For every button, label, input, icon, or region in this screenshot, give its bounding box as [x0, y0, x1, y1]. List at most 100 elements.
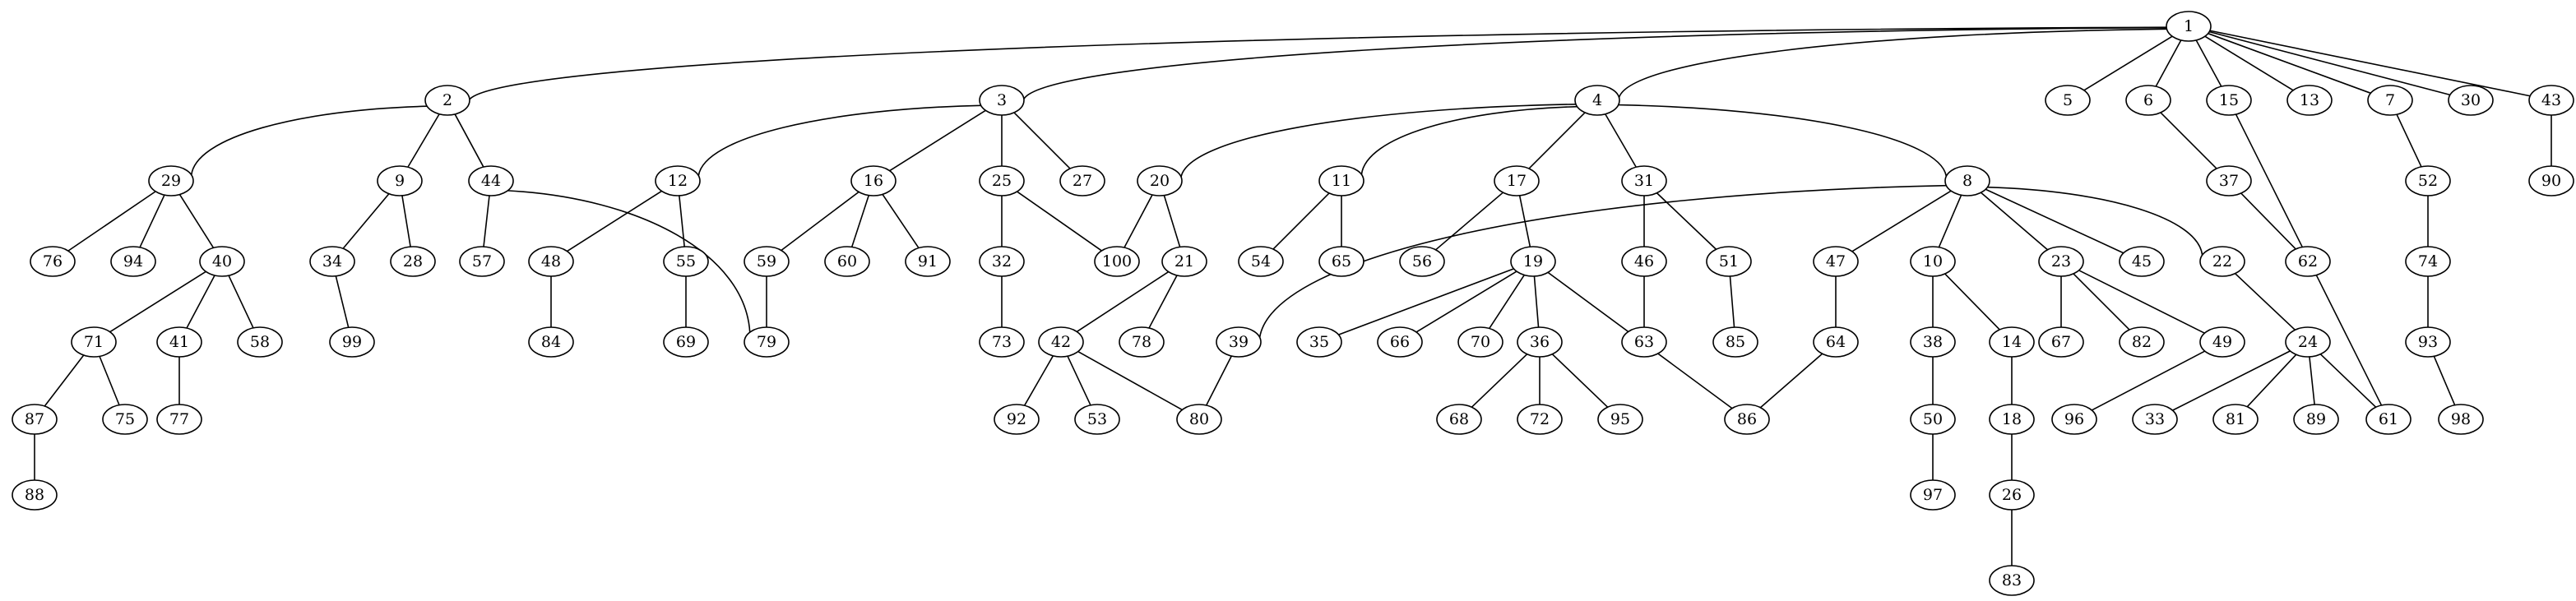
- edge-1-15: [2195, 39, 2222, 87]
- node-48: 48: [528, 246, 574, 277]
- node-37-shape: [2206, 165, 2252, 196]
- node-41-label: 41: [169, 333, 189, 351]
- node-3-label: 3: [997, 91, 1007, 109]
- node-52-shape: [2405, 165, 2451, 196]
- node-99-shape: [329, 326, 375, 358]
- node-35-label: 35: [1309, 333, 1329, 351]
- node-93-shape: [2405, 326, 2451, 358]
- node-69-shape: [663, 326, 709, 358]
- node-26: 26: [1989, 479, 2035, 511]
- edge-12-55: [679, 195, 685, 247]
- edge-40-71: [109, 270, 206, 333]
- node-80: 80: [1176, 404, 1222, 435]
- node-86-label: 86: [1737, 410, 1757, 428]
- edge-40-41: [186, 275, 215, 329]
- node-94-label: 94: [123, 252, 143, 270]
- node-46-label: 46: [1634, 252, 1654, 270]
- node-34: 34: [309, 246, 355, 277]
- node-54-shape: [1238, 246, 1284, 277]
- node-5-shape: [2045, 85, 2091, 116]
- edge-4-20: [1180, 103, 1576, 178]
- node-70-shape: [1457, 326, 1503, 358]
- edge-29-94: [139, 194, 165, 248]
- node-88-label: 88: [25, 486, 44, 504]
- node-61: 61: [2365, 404, 2412, 435]
- edge-4-11: [1360, 105, 1578, 175]
- node-100-label: 100: [1102, 252, 1132, 270]
- node-13: 13: [2286, 85, 2333, 116]
- node-22-label: 22: [2212, 252, 2232, 270]
- edge-31-51: [1656, 192, 1717, 250]
- edge-11-54: [1272, 192, 1330, 250]
- node-50-label: 50: [1923, 410, 1943, 428]
- node-55: 55: [663, 246, 709, 277]
- node-39-shape: [1216, 326, 1262, 358]
- edge-19-35: [1338, 268, 1514, 335]
- edge-1-6: [2155, 39, 2182, 87]
- node-23: 23: [2038, 246, 2084, 277]
- node-92-label: 92: [1007, 410, 1026, 428]
- node-47: 47: [1813, 246, 1859, 277]
- node-20-label: 20: [1150, 172, 1170, 190]
- edge-1-43: [2209, 30, 2531, 97]
- node-31: 31: [1621, 165, 1667, 196]
- edge-layer: [34, 26, 2552, 566]
- node-5: 5: [2045, 85, 2091, 116]
- node-54-label: 54: [1251, 252, 1271, 270]
- node-11-shape: [1318, 165, 1364, 196]
- node-70: 70: [1457, 326, 1503, 358]
- node-63-label: 63: [1634, 333, 1654, 351]
- node-45-shape: [2119, 246, 2165, 277]
- node-57-label: 57: [472, 252, 492, 270]
- edge-24-81: [2246, 354, 2297, 408]
- node-75: 75: [102, 404, 148, 435]
- edge-8-10: [1938, 194, 1962, 248]
- node-3-shape: [979, 85, 1025, 116]
- node-53-label: 53: [1087, 410, 1107, 428]
- edge-42-92: [1023, 355, 1054, 406]
- node-18-shape: [1989, 404, 2035, 435]
- node-19: 19: [1510, 246, 1556, 277]
- node-76-label: 76: [43, 252, 63, 270]
- node-71: 71: [71, 326, 117, 358]
- node-32-label: 32: [992, 252, 1012, 270]
- node-87-shape: [12, 404, 58, 435]
- node-30-shape: [2448, 85, 2494, 116]
- node-43: 43: [2528, 85, 2574, 116]
- edge-8-39: [1258, 184, 1947, 338]
- node-74-label: 74: [2418, 252, 2438, 270]
- node-93: 93: [2405, 326, 2451, 358]
- node-61-shape: [2365, 404, 2412, 435]
- node-8-label: 8: [1962, 172, 1972, 190]
- node-25-shape: [979, 165, 1025, 196]
- node-77-shape: [156, 404, 202, 435]
- edge-1-4: [1618, 28, 2167, 98]
- node-41-shape: [156, 326, 202, 358]
- node-61-label: 61: [2379, 410, 2398, 428]
- node-60-shape: [824, 246, 870, 277]
- node-58: 58: [237, 326, 283, 358]
- edge-40-58: [228, 275, 254, 329]
- node-85-label: 85: [1726, 333, 1745, 351]
- edge-36-68: [1471, 354, 1528, 408]
- node-21: 21: [1161, 246, 1207, 277]
- node-95: 95: [1597, 404, 1643, 435]
- node-34-shape: [309, 246, 355, 277]
- node-11-label: 11: [1332, 172, 1351, 190]
- edge-10-14: [1944, 273, 2000, 331]
- node-6-label: 6: [2143, 91, 2153, 109]
- node-14-shape: [1989, 326, 2035, 358]
- node-78: 78: [1119, 326, 1165, 358]
- node-43-shape: [2528, 85, 2574, 116]
- edge-20-21: [1163, 195, 1181, 247]
- node-32-shape: [979, 246, 1025, 277]
- edge-2-44: [454, 113, 484, 168]
- node-91-label: 91: [918, 252, 938, 270]
- node-29-label: 29: [161, 172, 181, 190]
- node-63-shape: [1621, 326, 1667, 358]
- node-59-shape: [744, 246, 790, 277]
- node-12-shape: [655, 165, 701, 196]
- node-82-shape: [2119, 326, 2165, 358]
- node-82: 82: [2119, 326, 2165, 358]
- node-92-shape: [994, 404, 1040, 435]
